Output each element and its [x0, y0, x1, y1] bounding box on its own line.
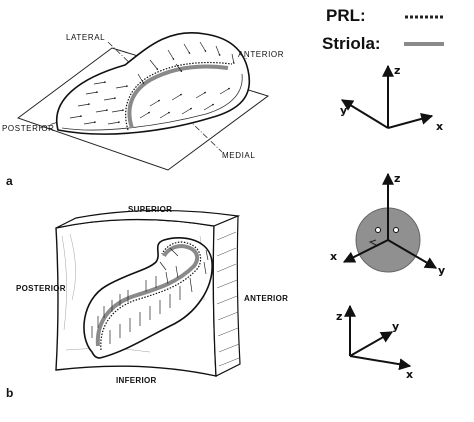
striola-legend-label: Striola: [322, 34, 381, 53]
head-eye-left [375, 227, 381, 233]
reference-plane [16, 47, 270, 171]
saccule-side-hatching [216, 231, 240, 367]
inferior-label: INFERIOR [116, 376, 157, 385]
anterior-label-a: ANTERIOR [238, 50, 285, 59]
axes-mid-z-label: z [394, 172, 401, 185]
anterior-label-b: ANTERIOR [244, 294, 289, 303]
axes-top [340, 64, 434, 129]
saccule-prl [100, 241, 202, 351]
axes-mid-x-label: x [330, 250, 338, 263]
axes-top-x-label: x [436, 120, 444, 133]
axes-mid-y-label: y [438, 264, 446, 277]
posterior-label-a: POSTERIOR [2, 124, 55, 133]
saccule-striola [95, 243, 200, 347]
head-eye-right [393, 227, 399, 233]
axes-top-y-label: y [340, 104, 348, 117]
axes-bottom-y-arrow [349, 331, 394, 357]
saccule-polarity-ticks [91, 247, 209, 344]
axes-top-x-arrow [387, 113, 434, 129]
utricle-diagram [16, 32, 270, 171]
posterior-label-b: POSTERIOR [16, 284, 66, 293]
saccule-block-side [212, 215, 241, 377]
utricle-striola [127, 64, 229, 129]
panel-a-tag: a [6, 174, 13, 188]
lateral-label: LATERAL [66, 33, 106, 42]
axes-top-y-arrow [340, 99, 389, 129]
axes-bottom-y-label: y [392, 320, 400, 333]
utricle-macula [55, 32, 251, 135]
axes-middle [342, 172, 438, 273]
prl-legend-label: PRL: [326, 6, 366, 25]
utricle-rim [61, 73, 243, 131]
legend [404, 15, 444, 46]
axes-top-z-label: z [394, 64, 401, 77]
axes-mid-x-arrow [342, 239, 389, 263]
axes-bottom [344, 304, 412, 371]
axes-bottom-x-label: x [406, 368, 414, 381]
axes-mid-y-arrow [387, 239, 438, 269]
axes-bottom-z-label: z [336, 310, 343, 323]
medial-label: MEDIAL [222, 151, 256, 160]
saccule-diagram [55, 209, 241, 377]
utricle-polarity-arrows [69, 41, 235, 125]
saccule-macula [83, 237, 213, 359]
axes-bottom-x-arrow [349, 355, 412, 371]
panel-b-tag: b [6, 386, 14, 400]
head-nose [368, 239, 379, 247]
utricle-prl [125, 61, 233, 131]
superior-label: SUPERIOR [128, 205, 173, 214]
